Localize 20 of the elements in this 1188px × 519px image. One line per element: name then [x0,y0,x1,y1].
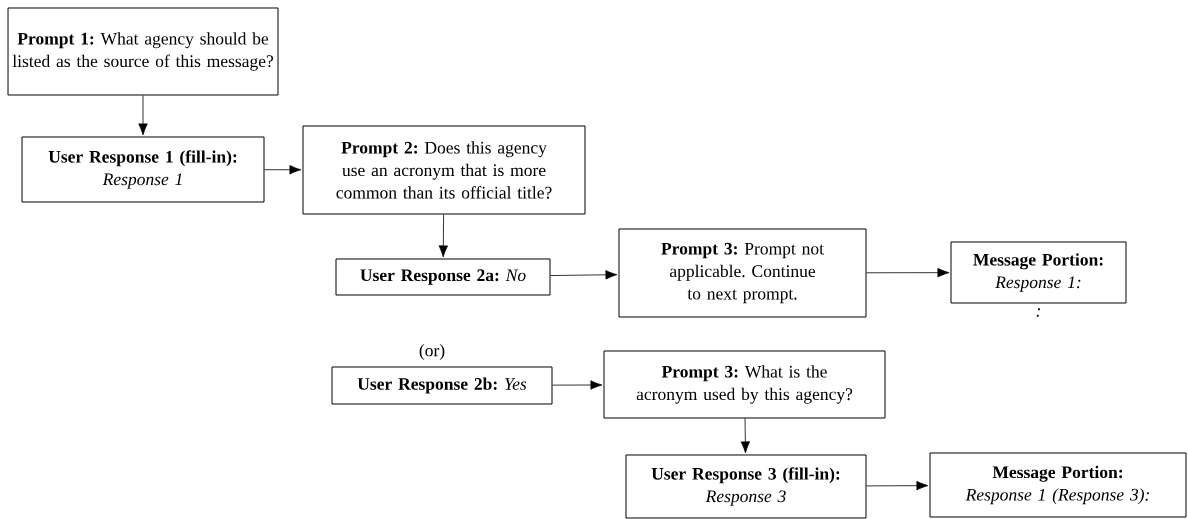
arrow [866,480,929,491]
arrow [740,418,751,454]
prompt-box: Prompt 1: What agency should be listed as the source of this message? [7,7,279,96]
arrow [866,267,950,278]
note-text: (or) [419,344,445,360]
response-box: User Response 3 (fill-in): Response 3 [625,454,867,519]
message-box: Message Portion: Response 1: [950,241,1127,304]
arrow [438,214,448,258]
arrow [550,270,618,280]
response-box: User Response 2b: Yes [331,366,553,405]
prompt-box: Prompt 3: What is the acronym used by this agency? [603,350,886,419]
side-mark: : [1036,308,1041,317]
response-box: User Response 2a: No [335,258,551,296]
arrow [138,95,148,136]
arrow [552,380,603,390]
response-box: User Response 1 (fill-in): Response 1 [21,136,265,203]
prompt-box: Prompt 2: Does this agency use an acronym that is more common than its official title? [302,125,586,215]
prompt-box: Prompt 3: Prompt not applicable. Continue to next prompt. [618,228,867,318]
arrow [264,165,302,175]
message-box: Message Portion: Response 1 (Response 3): [929,452,1187,518]
